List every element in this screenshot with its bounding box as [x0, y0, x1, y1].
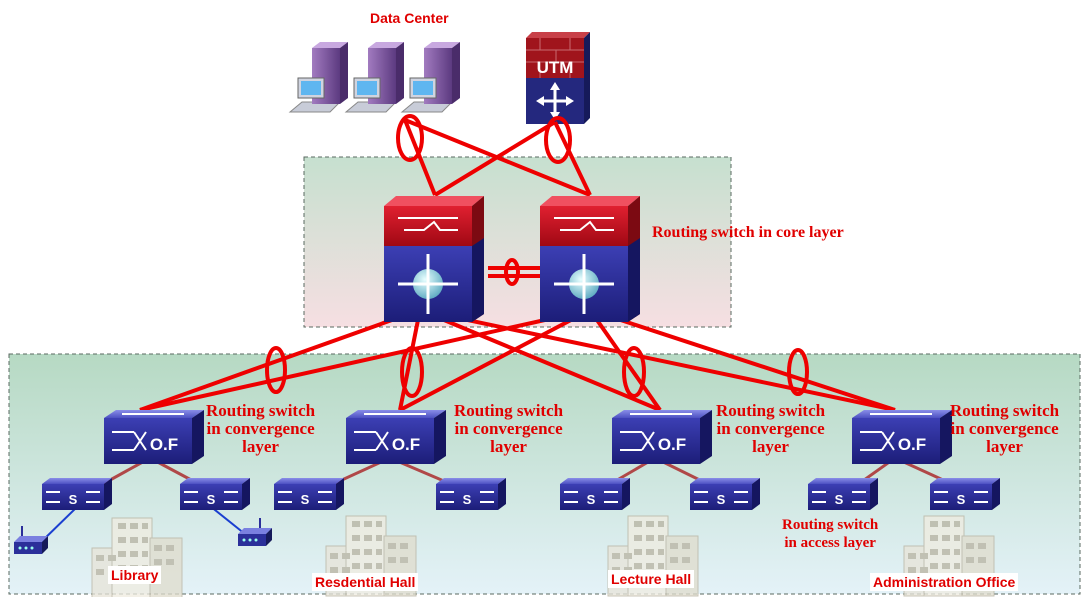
access-switch-icon: S: [560, 478, 630, 510]
core-uplinks: [396, 114, 592, 197]
convergence-switch-icon: O.F: [612, 410, 712, 464]
core-switch-icon: [540, 196, 640, 322]
convergence-label: Routing switch in convergence layer: [950, 402, 1059, 456]
convergence-switch-icon: O.F: [104, 410, 204, 464]
building-label-lecture-hall: Lecture Hall: [608, 570, 695, 588]
access-label-line1: Routing switch: [782, 517, 879, 533]
access-switch-letter: S: [463, 492, 472, 507]
utm-label: UTM: [537, 58, 574, 77]
switch-model-text: O.F: [392, 435, 420, 454]
access-switch-letter: S: [69, 492, 78, 507]
convergence-label-line1: Routing switch: [454, 401, 564, 420]
convergence-label-line1: Routing switch: [716, 401, 826, 420]
access-switch-icon: S: [274, 478, 344, 510]
server-icon: [344, 42, 404, 113]
access-label-line2: in access layer: [784, 535, 876, 551]
building-icon: [91, 517, 183, 597]
access-switch-icon: S: [690, 478, 760, 510]
convergence-label-line3: layer: [986, 437, 1023, 456]
access-layer-label: Routing switch in access layer: [782, 516, 878, 552]
diagram-title: Data Center: [370, 10, 449, 26]
access-switch-icon: S: [436, 478, 506, 510]
access-switch-icon: S: [42, 478, 112, 510]
convergence-label-line2: in convergence: [206, 419, 315, 438]
convergence-label-line1: Routing switch: [950, 401, 1060, 420]
convergence-switch-icon: O.F: [852, 410, 952, 464]
convergence-switch-icon: O.F: [346, 410, 446, 464]
convergence-label-line2: in convergence: [716, 419, 825, 438]
core-layer-label: Routing switch in core layer: [652, 224, 844, 241]
building-label-administration-office: Administration Office: [870, 573, 1019, 591]
convergence-label-line1: Routing switch: [206, 401, 316, 420]
wireless-ap-icon: [238, 518, 272, 546]
convergence-label-line3: layer: [490, 437, 527, 456]
access-switch-letter: S: [587, 492, 596, 507]
access-switch-letter: S: [957, 492, 966, 507]
server-icon: [400, 42, 460, 113]
switch-model-text: O.F: [898, 435, 926, 454]
switch-model-text: O.F: [150, 435, 178, 454]
convergence-label: Routing switch in convergence layer: [716, 402, 825, 456]
building-label-library: Library: [108, 566, 162, 584]
access-switch-letter: S: [207, 492, 216, 507]
access-switch-letter: S: [835, 492, 844, 507]
convergence-label-line3: layer: [752, 437, 789, 456]
convergence-label-line2: in convergence: [950, 419, 1059, 438]
building-label-residential-hall: Resdential Hall: [312, 573, 419, 591]
access-switch-letter: S: [717, 492, 726, 507]
access-switch-letter: S: [301, 492, 310, 507]
access-switch-icon: S: [180, 478, 250, 510]
convergence-label-line3: layer: [242, 437, 279, 456]
server-icon: [288, 42, 348, 113]
core-switch-icon: [384, 196, 484, 322]
convergence-label: Routing switch in convergence layer: [454, 402, 563, 456]
convergence-uplinks: [139, 258, 896, 412]
access-switch-icon: S: [930, 478, 1000, 510]
convergence-label-line2: in convergence: [454, 419, 563, 438]
wireless-ap-icon: [14, 526, 48, 554]
convergence-label: Routing switch in convergence layer: [206, 402, 315, 456]
core-layer-zone: [303, 156, 732, 328]
access-switch-icon: S: [808, 478, 878, 510]
utm-firewall-icon: UTM: [526, 32, 590, 124]
switch-model-text: O.F: [658, 435, 686, 454]
